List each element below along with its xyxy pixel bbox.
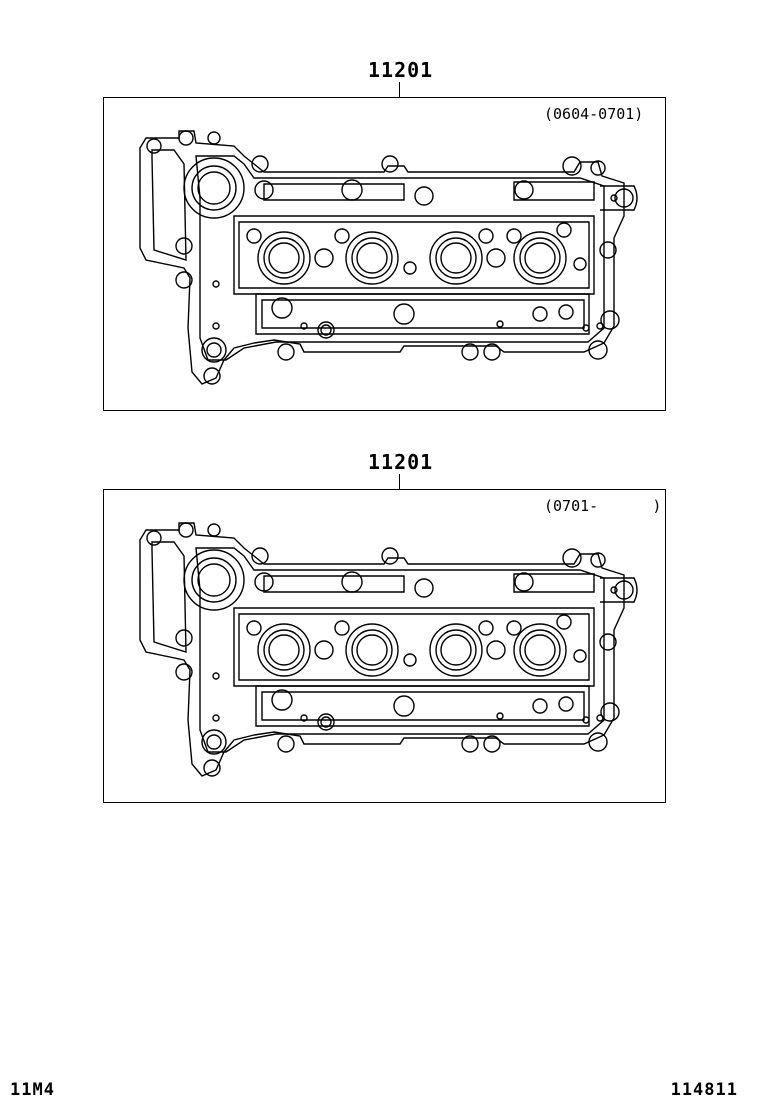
leader-line-1 — [399, 82, 400, 97]
part-label-1: 11201 — [368, 58, 434, 82]
production-range-2: (0701- ) — [544, 497, 662, 515]
diagram-frame-2: (0701- ) — [103, 489, 666, 803]
leader-line-2 — [399, 474, 400, 489]
part-label-2: 11201 — [368, 450, 434, 474]
production-range-1: (0604-0701) — [544, 105, 644, 123]
cylinder-head-cover-drawing-1 — [139, 130, 638, 385]
footer-left-code: 11M4 — [10, 1080, 55, 1100]
cylinder-head-cover-drawing-2 — [139, 522, 638, 777]
footer-right-code: 114811 — [670, 1080, 738, 1100]
diagram-frame-1: (0604-0701) — [103, 97, 666, 411]
